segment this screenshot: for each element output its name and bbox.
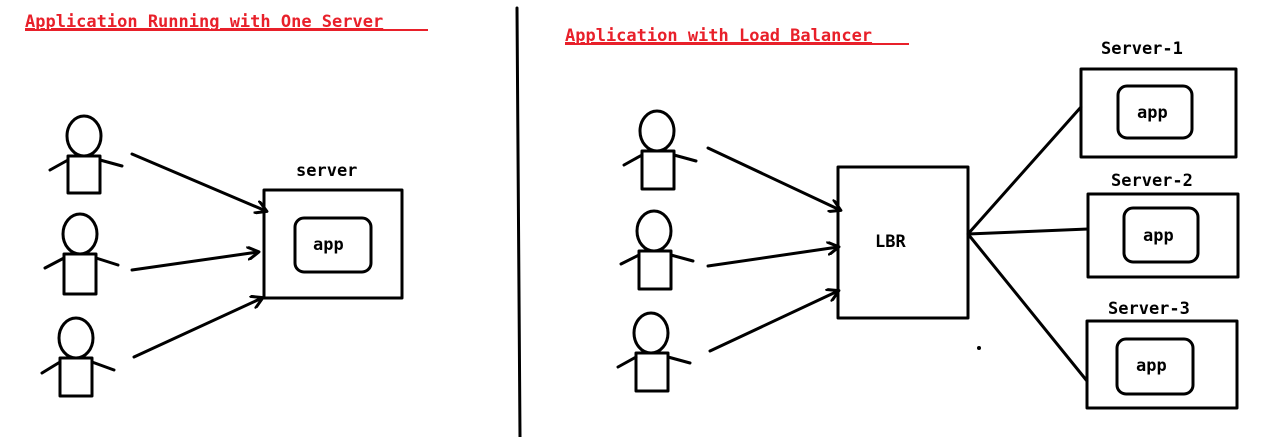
app-box [1116, 84, 1194, 140]
server-2-box [1086, 192, 1240, 279]
app-box [1122, 206, 1200, 264]
load-balancer-box [836, 165, 970, 320]
user-icon [619, 209, 695, 291]
app-label: app [1143, 226, 1174, 246]
request-arrow [706, 247, 838, 268]
connection-line [966, 232, 1089, 383]
right-panel-title: Application with Load Balancer [565, 26, 872, 46]
user-icon [616, 311, 692, 393]
app-label: app [1137, 103, 1168, 123]
stray-dot [977, 346, 981, 350]
load-balancer-label: LBR [875, 232, 906, 252]
request-arrow [130, 152, 266, 211]
user-icon [43, 212, 120, 296]
user-icon [622, 109, 698, 191]
request-arrow [132, 298, 262, 359]
connection-line [966, 105, 1083, 236]
panel-divider [515, 6, 522, 437]
left-panel-title: Application Running with One Server [25, 12, 383, 32]
server-1-box [1079, 67, 1238, 159]
server-2-label: Server-2 [1111, 171, 1193, 191]
app-label: app [313, 235, 344, 255]
app-label: app [1136, 356, 1167, 376]
server-3-box [1085, 319, 1239, 410]
request-arrow [130, 252, 258, 272]
user-icon [48, 114, 124, 195]
server-3-label: Server-3 [1108, 299, 1190, 319]
connection-line [966, 227, 1090, 236]
request-arrow [708, 291, 838, 353]
user-icon [40, 316, 116, 398]
app-box [293, 216, 373, 274]
server-label: server [296, 161, 357, 181]
server-box [262, 188, 404, 300]
server-1-label: Server-1 [1101, 39, 1183, 59]
app-box [1115, 337, 1195, 396]
request-arrow [706, 146, 840, 210]
